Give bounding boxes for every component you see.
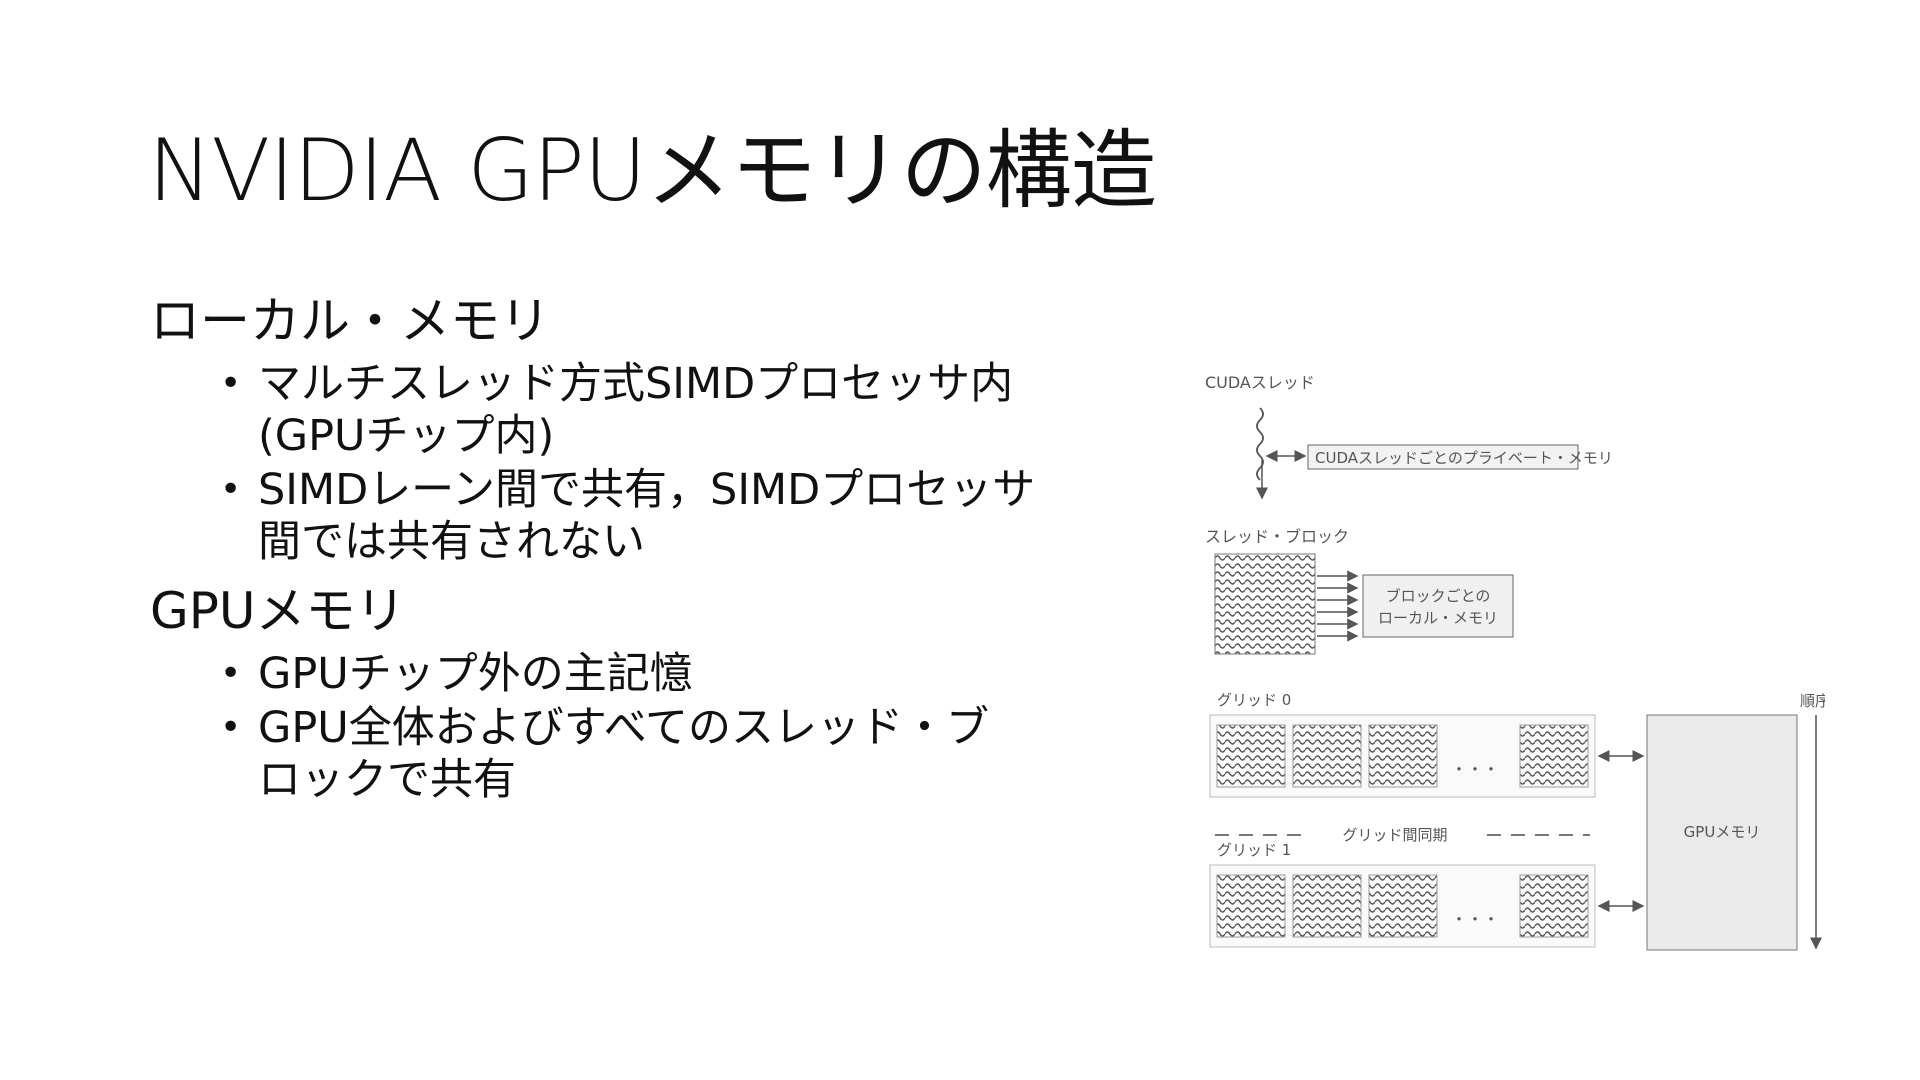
bullet-text: ロックで共有 — [258, 755, 516, 805]
bullet-dot-icon: • — [220, 707, 242, 748]
cuda-thread-label: CUDAスレッド — [1205, 373, 1315, 392]
bullet-dot-icon: • — [220, 469, 242, 510]
thread-block-label: スレッド・ブロック — [1205, 527, 1349, 546]
local-memory-label-line1: ブロックごとの — [1386, 587, 1491, 605]
grid1-block — [1368, 874, 1438, 938]
grid1-block — [1216, 874, 1286, 938]
grid1-label: グリッド 1 — [1217, 841, 1291, 859]
bullet-text: (GPUチップ内) — [258, 411, 555, 461]
gpu-memory-box — [1646, 714, 1798, 951]
slide-title: NVIDIA GPUメモリの構造 — [148, 121, 1157, 221]
thread-block-box — [1214, 553, 1316, 655]
bullet-item: • SIMDレーン間で共有，SIMDプロセッサ 間では共有されない — [220, 464, 1150, 568]
bullet-item: • GPU全体およびすべてのスレッド・ブ ロックで共有 — [220, 702, 1150, 806]
block-arrows — [1317, 570, 1359, 642]
local-memory-box — [1362, 574, 1514, 638]
local-memory-bullets: • マルチスレッド方式SIMDプロセッサ内 (GPUチップ内) • SIMDレー… — [220, 358, 1150, 568]
bullet-dot-icon: • — [220, 363, 242, 404]
grid0-block — [1216, 724, 1286, 788]
memory-hierarchy-figure: CUDAスレッド CUDAスレッドごとのプライベート・メモリ スレッド・ブロック… — [1205, 370, 1830, 970]
grid1-block — [1292, 874, 1362, 938]
grid0-block — [1368, 724, 1438, 788]
bullet-text: マルチスレッド方式SIMDプロセッサ内 — [258, 359, 1014, 409]
thread-wavy-line — [1256, 407, 1264, 481]
private-memory-label: CUDAスレッドごとのプライベート・メモリ — [1315, 449, 1613, 467]
sync-label: グリッド間同期 — [1342, 826, 1447, 844]
bullet-text: SIMDレーン間で共有，SIMDプロセッサ — [258, 465, 1036, 515]
grid0-block — [1519, 724, 1589, 788]
heading-gpu-memory: GPUメモリ — [150, 582, 406, 640]
private-memory-box — [1307, 444, 1579, 470]
order-label: 順序 — [1800, 692, 1825, 710]
grid0-label: グリッド 0 — [1217, 691, 1291, 709]
bullet-text: GPU全体およびすべてのスレッド・ブ — [258, 703, 989, 753]
bullet-item: • GPUチップ外の主記憶 — [220, 648, 1150, 700]
bullet-text: GPUチップ外の主記憶 — [258, 649, 693, 699]
gpu-memory-bullets: • GPUチップ外の主記憶 • GPU全体およびすべてのスレッド・ブ ロックで共… — [220, 648, 1150, 806]
grid1-block — [1519, 874, 1589, 938]
grid0-block — [1292, 724, 1362, 788]
bullet-text: 間では共有されない — [258, 517, 645, 567]
gpu-memory-label: GPUメモリ — [1684, 823, 1761, 841]
bullet-content: ローカル・メモリ • マルチスレッド方式SIMDプロセッサ内 (GPUチップ内)… — [150, 290, 1150, 808]
heading-local-memory: ローカル・メモリ — [150, 292, 550, 350]
grid1-ellipsis: ・・・ — [1451, 910, 1499, 929]
bullet-item: • マルチスレッド方式SIMDプロセッサ内 (GPUチップ内) — [220, 358, 1150, 462]
grid0-ellipsis: ・・・ — [1451, 760, 1499, 779]
local-memory-label-line2: ローカル・メモリ — [1378, 609, 1498, 627]
bullet-dot-icon: • — [220, 653, 242, 694]
